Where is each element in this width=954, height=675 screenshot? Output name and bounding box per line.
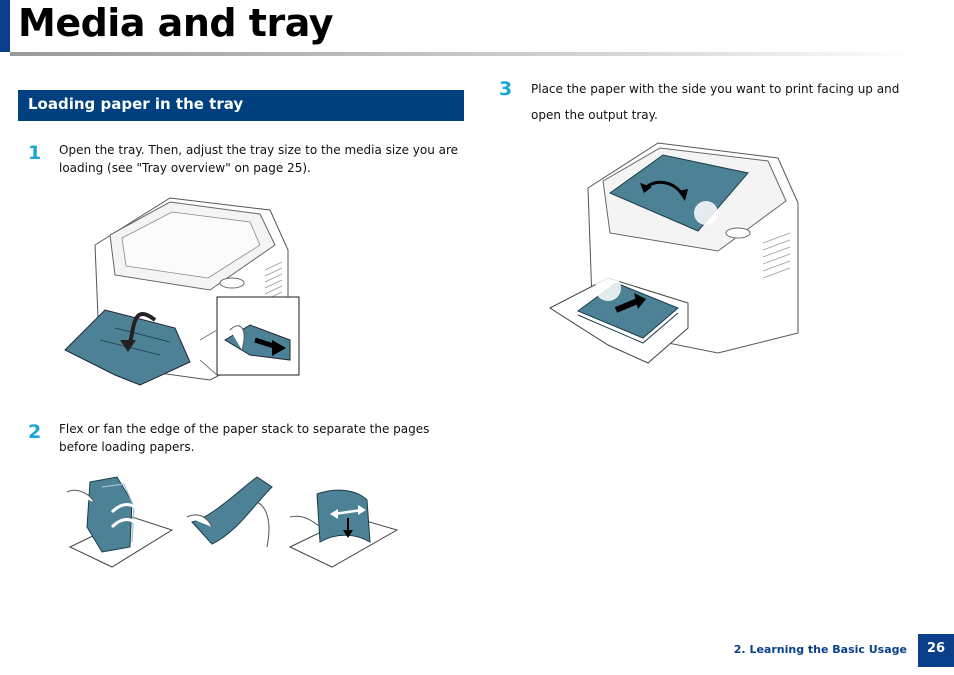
step-1-text: Open the tray. Then, adjust the tray siz… xyxy=(59,143,459,175)
place-paper-illustration xyxy=(548,142,799,364)
step-3-number: 3 xyxy=(499,78,513,100)
open-tray-illustration xyxy=(64,197,300,386)
fan-paper-illustration xyxy=(66,476,399,568)
title-rule xyxy=(10,52,915,56)
footer-chapter: 2. Learning the Basic Usage xyxy=(733,643,907,656)
page-title: Media and tray xyxy=(18,1,333,45)
page-number: 26 xyxy=(918,634,954,667)
step-2-text: Flex or fan the edge of the paper stack … xyxy=(59,422,430,454)
step-2-number: 2 xyxy=(28,421,42,443)
step-3-text: Place the paper with the side you want t… xyxy=(531,82,900,122)
section-header: Loading paper in the tray xyxy=(18,90,464,121)
step-1-number: 1 xyxy=(28,142,42,164)
title-accent-bar xyxy=(0,0,10,52)
